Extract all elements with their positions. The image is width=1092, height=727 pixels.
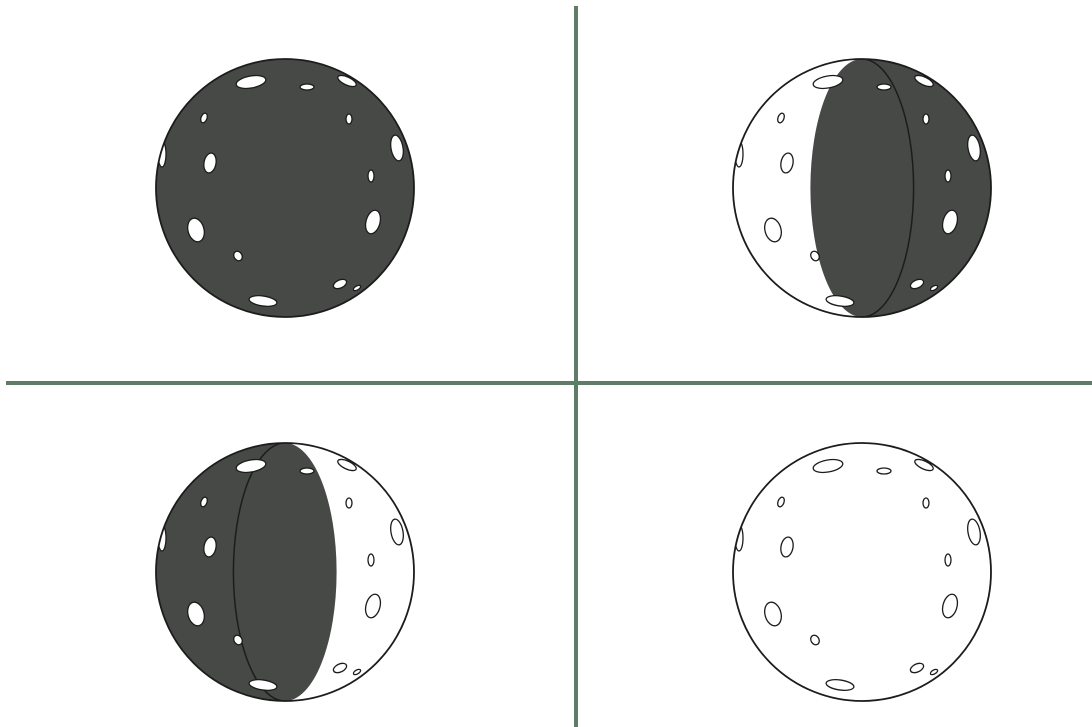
crater [877, 468, 891, 474]
crater [945, 170, 951, 182]
moon-full-moon [733, 443, 991, 701]
crater [368, 554, 374, 566]
crater [346, 114, 352, 124]
crater [923, 498, 929, 508]
crater [877, 84, 891, 90]
crater [300, 84, 314, 90]
crater [346, 498, 352, 508]
moon-shadow [156, 443, 337, 701]
moon-shadow [810, 59, 991, 317]
moon-disc [733, 443, 991, 701]
moon-waxing-gibbous [733, 59, 991, 317]
moon-waning-gibbous [156, 443, 414, 701]
crater [368, 170, 374, 182]
moon-shadow [156, 59, 414, 317]
crater [300, 468, 314, 474]
moon-new-moon [156, 59, 414, 317]
crater [923, 114, 929, 124]
crater [945, 554, 951, 566]
